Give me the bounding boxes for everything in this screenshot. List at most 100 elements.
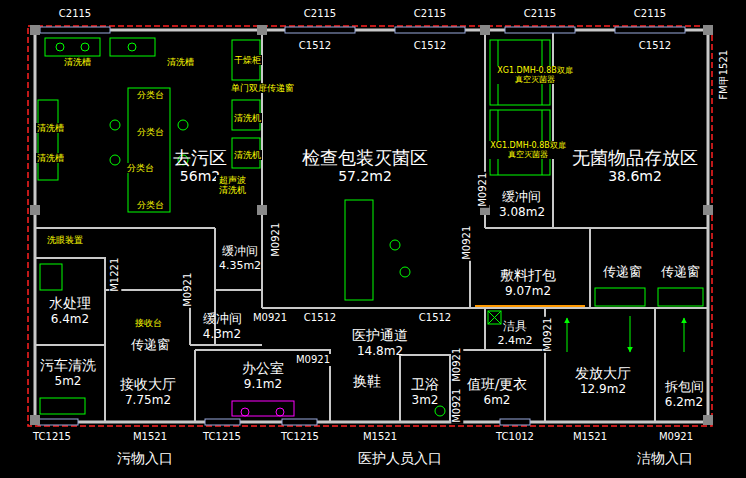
outer-wall — [35, 30, 708, 422]
flow-arrow — [567, 318, 568, 352]
pass-window — [658, 288, 703, 306]
room-area: 4.35m2 — [219, 259, 261, 272]
room-label-box: 污车清洗5m2 — [39, 357, 97, 388]
plan-label: TC1215 — [32, 431, 72, 443]
interior-wall — [35, 30, 708, 422]
chair — [178, 120, 188, 130]
plan-label: C2115 — [523, 8, 557, 20]
plan-label: 超声波清洗机 — [216, 175, 248, 196]
plan-label: 清洗槽 — [36, 123, 65, 133]
column — [703, 415, 713, 425]
chair — [110, 120, 120, 130]
plan-label: M1521 — [572, 431, 608, 443]
room-area: 9.1m2 — [242, 377, 284, 391]
room-name: 医护通道 — [352, 327, 408, 344]
column — [703, 25, 713, 35]
plan-label: XG1.DMH-0.8B双扉 真空灭菌器 — [486, 141, 570, 159]
room-label-box: 无菌物品存放区38.6m2 — [571, 147, 699, 185]
room-name: 检查包装灭菌区 — [302, 147, 428, 169]
plan-label: C1512 — [413, 40, 447, 52]
water-unit — [40, 264, 62, 290]
room-label-box: 接收大厅7.75m2 — [119, 376, 177, 407]
plan-label: M0921 — [542, 317, 554, 353]
plan-label: 分类台 — [136, 90, 165, 100]
packing-bench — [345, 200, 373, 300]
sink-bowl — [56, 43, 64, 51]
plan-label: M0921 — [451, 388, 463, 424]
room-label-box: 值班/更衣6m2 — [466, 376, 529, 407]
room-label-box: 洁具2.4m2 — [496, 319, 533, 347]
plan-label: FM甲1521 — [718, 49, 730, 101]
column — [30, 205, 40, 215]
room-name: 接收大厅 — [120, 376, 176, 393]
plan-label: 干燥柜 — [233, 55, 262, 65]
plan-label: C2115 — [58, 8, 92, 20]
room-name: 缓冲间 — [203, 311, 242, 327]
room-name: 污车清洗 — [40, 357, 96, 374]
room-area: 38.6m2 — [572, 168, 698, 185]
plan-label: M0921 — [182, 272, 194, 308]
plan-label: C1512 — [418, 312, 452, 324]
plan-label: 清洗槽 — [63, 57, 92, 67]
plan-label: TC1012 — [495, 431, 535, 443]
plan-label: 传递窗 — [602, 265, 643, 280]
plan-label: M0921 — [461, 225, 473, 261]
room-name: 洁具 — [497, 319, 532, 333]
sink-bowl — [128, 43, 136, 51]
plan-label: 清洗机 — [233, 113, 262, 123]
window — [505, 27, 575, 33]
plan-label: 医护人员入口 — [357, 450, 443, 466]
room-name: 换鞋 — [353, 373, 381, 390]
room-area: 5m2 — [40, 374, 96, 388]
room-area: 4.3m2 — [203, 327, 242, 341]
flow-arrow — [684, 318, 685, 352]
sink-bowl — [81, 43, 89, 51]
room-label-box: 发放大厅12.9m2 — [574, 365, 632, 396]
room-area: 3m2 — [411, 393, 439, 407]
room-area: 14.8m2 — [352, 344, 408, 358]
flow-arrow — [630, 316, 631, 352]
plan-label: M0921 — [658, 431, 694, 443]
room-label-box: 医护通道14.8m2 — [351, 327, 409, 358]
plan-label: 污物入口 — [116, 450, 174, 466]
room-label-box: 换鞋 — [352, 373, 382, 390]
room-name: 无菌物品存放区 — [572, 147, 698, 169]
plan-label: M0921 — [295, 354, 331, 366]
sink — [45, 38, 100, 56]
plan-label: 洁物入口 — [636, 450, 694, 466]
plan-label: XG1.DMH-0.8B双扉 真空灭菌器 — [493, 66, 577, 84]
counter-line — [475, 305, 585, 307]
column — [30, 25, 40, 35]
window — [395, 27, 465, 33]
plan-label: M0921 — [270, 222, 282, 258]
janitor-sink-cross — [488, 311, 501, 324]
room-label-box: 卫浴3m2 — [410, 376, 440, 407]
plan-label: 洗眼装置 — [46, 235, 84, 245]
plan-label: C1512 — [298, 40, 332, 52]
room-label-box: 检查包装灭菌区57.2m2 — [301, 147, 429, 185]
plan-label: 分类台 — [126, 163, 155, 173]
chair — [390, 240, 400, 250]
window — [615, 27, 685, 33]
room-name: 水处理 — [49, 295, 91, 312]
sink — [38, 100, 58, 180]
office-chair — [241, 408, 249, 416]
plan-label: 传递窗 — [130, 338, 171, 353]
window — [205, 419, 240, 425]
room-area: 6m2 — [467, 393, 528, 407]
plan-label: 清洗机 — [233, 150, 262, 160]
room-area: 3.08m2 — [499, 205, 545, 219]
plan-label: 接收台 — [134, 318, 163, 328]
toilet — [435, 406, 445, 416]
room-name: 办公室 — [242, 360, 284, 377]
room-name: 缓冲间 — [219, 244, 261, 258]
room-name: 卫浴 — [411, 376, 439, 393]
window — [285, 27, 355, 33]
plan-label: TC1215 — [280, 431, 320, 443]
room-label-box: 办公室9.1m2 — [241, 360, 285, 391]
plan-label: M1221 — [109, 257, 121, 293]
room-name: 发放大厅 — [575, 365, 631, 382]
plan-label: C2115 — [303, 8, 337, 20]
plan-label: M1521 — [362, 431, 398, 443]
